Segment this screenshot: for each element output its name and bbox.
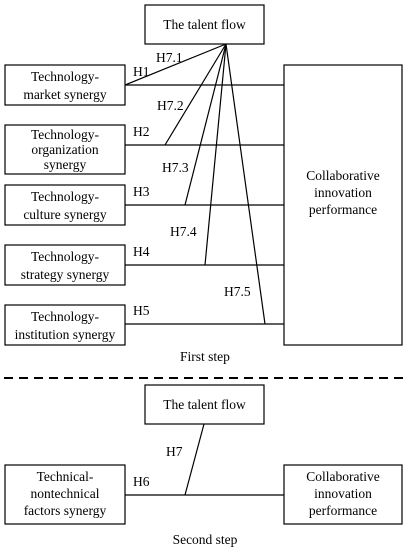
synergy-2-label-line1: Technology- xyxy=(31,127,100,142)
performance-label-line2: innovation xyxy=(314,185,372,200)
path-h7-5-line xyxy=(225,43,266,325)
technology-organization-synergy-box xyxy=(4,124,126,175)
first-step-caption: First step xyxy=(180,349,230,364)
technology-strategy-synergy-box xyxy=(4,244,126,286)
path-h7-4-label: H7.4 xyxy=(170,224,197,239)
first-step-model: The talent flow Collaborative innovation… xyxy=(4,4,403,364)
synergy-4-label-line1: Technology- xyxy=(31,249,100,264)
technology-institution-synergy-box xyxy=(4,304,126,346)
synergy-2-label-line3: synergy xyxy=(44,157,87,172)
talent-flow-box-2 xyxy=(144,384,265,425)
technology-market-synergy-box xyxy=(4,64,126,106)
synergy-1-label-line1: Technology- xyxy=(31,69,100,84)
path-h7-line xyxy=(184,423,205,496)
synergy-6-label-line3: factors synergy xyxy=(24,503,107,518)
performance-2-label-line1: Collaborative xyxy=(306,469,379,484)
synergy-4-label-line2: strategy synergy xyxy=(21,267,110,282)
performance-2-label-line2: innovation xyxy=(314,486,372,501)
performance-2-label-line3: performance xyxy=(309,503,377,518)
path-h3-label: H3 xyxy=(133,184,150,199)
path-h7-1-line xyxy=(124,43,227,86)
synergy-5-label-line1: Technology- xyxy=(31,309,100,324)
second-step-model: The talent flow Technical- nontechnical … xyxy=(4,384,403,547)
technology-culture-synergy-box xyxy=(4,184,126,226)
synergy-5-label-line2: institution synergy xyxy=(15,327,116,342)
path-h6-label: H6 xyxy=(133,474,150,489)
performance-label-line3: performance xyxy=(309,202,377,217)
path-h7-4-line xyxy=(204,43,227,266)
talent-flow-label: The talent flow xyxy=(163,17,246,32)
technical-nontechnical-synergy-box xyxy=(4,464,126,525)
synergy-6-label-line2: nontechnical xyxy=(31,486,100,501)
performance-label-line1: Collaborative xyxy=(306,168,379,183)
performance-box xyxy=(283,64,403,346)
path-h7-1-label: H7.1 xyxy=(156,50,183,65)
path-h7-3-label: H7.3 xyxy=(162,160,189,175)
path-h7-2-label: H7.2 xyxy=(157,98,184,113)
path-h4-label: H4 xyxy=(133,244,150,259)
talent-flow-box xyxy=(144,4,265,45)
path-h7-3-line xyxy=(184,43,227,206)
synergy-2-label-line2: organization xyxy=(31,142,98,157)
talent-flow-label-2: The talent flow xyxy=(163,397,246,412)
path-h2-label: H2 xyxy=(133,124,150,139)
path-h1-label: H1 xyxy=(133,64,150,79)
synergy-3-label-line2: culture synergy xyxy=(23,207,107,222)
path-h7-label: H7 xyxy=(166,444,183,459)
synergy-1-label-line2: market synergy xyxy=(23,87,107,102)
performance-box-2 xyxy=(283,464,403,525)
synergy-6-label-line1: Technical- xyxy=(37,469,94,484)
path-h7-2-line xyxy=(164,43,227,146)
synergy-3-label-line1: Technology- xyxy=(31,189,100,204)
path-h5-label: H5 xyxy=(133,303,150,318)
path-h7-5-label: H7.5 xyxy=(224,284,251,299)
second-step-caption: Second step xyxy=(173,532,238,547)
